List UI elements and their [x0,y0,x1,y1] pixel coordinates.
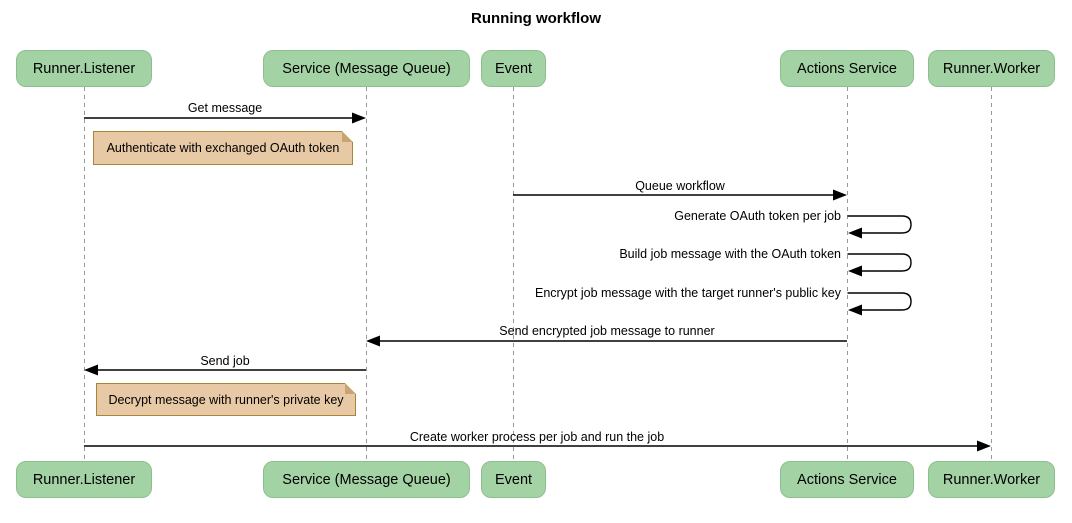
participant-top-service-message-queue[interactable]: Service (Message Queue) [263,50,470,87]
note-fold-corner [345,383,356,394]
message-label-create-worker-process: Create worker process per job and run th… [409,430,665,444]
arrowhead-build-job-message [848,265,862,277]
participant-bottom-runner-worker[interactable]: Runner.Worker [928,461,1055,498]
note-decrypt-private-key: Decrypt message with runner's private ke… [96,383,356,416]
participant-label: Service (Message Queue) [282,60,451,77]
participant-label: Event [494,471,533,488]
participant-label: Runner.Listener [32,60,136,77]
participant-label: Runner.Worker [942,471,1041,488]
participant-bottom-service-message-queue[interactable]: Service (Message Queue) [263,461,470,498]
note-text: Decrypt message with runner's private ke… [108,392,344,407]
participant-bottom-actions-service[interactable]: Actions Service [780,461,914,498]
note-fold-corner [342,131,353,142]
message-label-queue-workflow: Queue workflow [635,179,725,193]
message-label-build-job-message: Build job message with the OAuth token [619,247,841,261]
message-label-send-job: Send job [200,354,250,368]
participant-top-runner-listener[interactable]: Runner.Listener [16,50,152,87]
participant-top-actions-service[interactable]: Actions Service [780,50,914,87]
participant-top-runner-worker[interactable]: Runner.Worker [928,50,1055,87]
participant-label: Actions Service [797,60,897,77]
arrowhead-send-job [84,364,98,376]
message-label-generate-oauth: Generate OAuth token per job [674,209,841,223]
arrowhead-create-worker-process [977,440,991,452]
participant-label: Actions Service [797,471,897,488]
participant-top-event[interactable]: Event [481,50,546,87]
participant-bottom-runner-listener[interactable]: Runner.Listener [16,461,152,498]
message-label-encrypt-job-message: Encrypt job message with the target runn… [534,286,841,300]
participant-bottom-event[interactable]: Event [481,461,546,498]
arrowhead-generate-oauth [848,227,862,239]
participant-label: Runner.Worker [942,60,1041,77]
message-label-get-message: Get message [187,101,263,115]
arrowhead-send-encrypted-job-message [366,335,380,347]
self-loop-encrypt-job-message [847,292,912,311]
self-loop-generate-oauth [847,215,912,234]
message-label-send-encrypted-job-message: Send encrypted job message to runner [499,324,715,338]
diagram-title: Running workflow [471,10,601,27]
participant-label: Service (Message Queue) [282,471,451,488]
self-loop-build-job-message [847,253,912,272]
note-text: Authenticate with exchanged OAuth token [106,141,340,155]
participant-label: Runner.Listener [32,471,136,488]
arrowhead-encrypt-job-message [848,304,862,316]
participant-label: Event [494,60,533,77]
arrowhead-queue-workflow [833,189,847,201]
note-authenticate-oauth: Authenticate with exchanged OAuth token [93,131,353,165]
arrowhead-get-message [352,112,366,124]
